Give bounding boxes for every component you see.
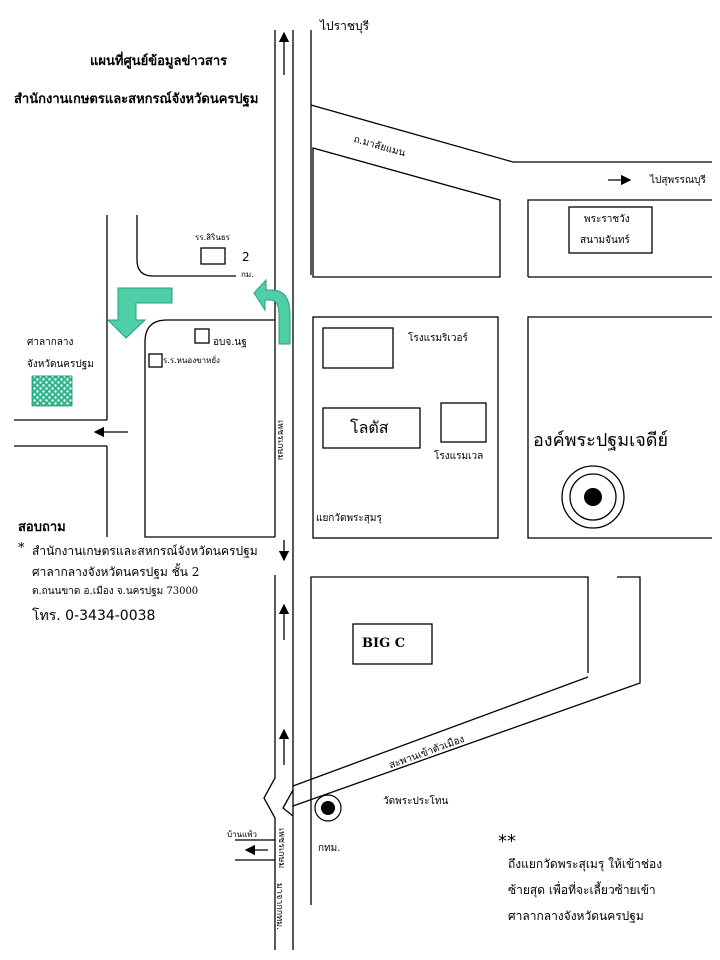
label-bangkok: กทม. (318, 843, 341, 854)
label-school-nong: ร.ร.หนองขาหยั่ง (163, 356, 220, 365)
left-turn-arrow-icon (106, 287, 173, 339)
palace-block (527, 199, 712, 277)
sw-road-west-edge (263, 575, 276, 950)
label-river-hotel: โรงแรมริเวอร์ (408, 333, 468, 344)
bigc-building (352, 623, 433, 665)
u-turn-arrow-icon (253, 278, 291, 345)
malaiman-road-south-block (312, 147, 501, 278)
note-stars: ** (498, 831, 516, 852)
map-title: แผนที่ศูนย์ข้อมูลข่าวสาร (90, 54, 228, 69)
wat-prathon-dot (321, 801, 335, 815)
city-hall-marker (31, 375, 73, 407)
chedi-inner-ring (569, 473, 617, 521)
contact-heading: สอบถาม (18, 520, 66, 535)
label-school-siwinrot: รร.สิรินธร (195, 233, 230, 242)
school-nong-box (148, 353, 163, 368)
wat-prathon-ring (314, 794, 342, 822)
malaiman-road-north (310, 104, 712, 163)
label-palace: พระราชวัง (584, 214, 630, 225)
overpass-ramp (282, 789, 294, 817)
label-phet-kasem-road: เพชรเกษม (275, 420, 285, 461)
chedi-block (527, 316, 712, 539)
obj-box (194, 328, 210, 344)
chedi-outer-ring (561, 465, 625, 529)
label-phra-pathom-chedi: องค์พระปฐมเจดีย์ (533, 430, 668, 451)
label-wat-prathon: วัดพระประโทน (383, 796, 449, 807)
contact-phone: โทร. 0-3434-0038 (32, 608, 156, 624)
contact-building: ศาลากลางจังหวัดนครปฐม ชั้น 2 (32, 565, 200, 579)
well-hotel-building (440, 402, 487, 443)
map-subtitle: สำนักงานเกษตรและสหกรณ์จังหวัดนครปฐม (14, 92, 259, 107)
label-to-ratchaburi: ไปราชบุรี (320, 19, 370, 33)
river-hotel-building (322, 327, 394, 369)
label-big-c: BIG C (362, 636, 406, 651)
label-kilo: กม. (241, 270, 254, 279)
label-sanam-chan: สนามจันทร์ (580, 235, 630, 246)
bigc-block (310, 576, 589, 905)
contact-org: สำนักงานเกษตรและสหกรณ์จังหวัดนครปฐม (32, 544, 258, 558)
label-yaek-wat: แยกวัดพระสุมรุ (316, 513, 382, 524)
central-block (312, 316, 499, 539)
label-well-hotel: โรงแรมเวล (434, 451, 484, 462)
sw-block (144, 319, 275, 538)
palace-box (568, 206, 653, 254)
label-to-suphanburi: ไปสุพรรณบุรี (650, 175, 706, 186)
school-siwinrot-box (200, 247, 226, 265)
label-city-hall-1: ศาลากลาง (27, 337, 74, 348)
overpass-upper (292, 676, 589, 787)
nw-block (136, 215, 236, 277)
label-phet-kasem-south: เพชรเกษม (276, 828, 286, 869)
label-num2: 2 (242, 250, 250, 264)
chedi-center-dot (584, 488, 602, 506)
contact-star: * (18, 541, 25, 556)
label-ban-phaeo: บ้านแพ้ว (227, 830, 257, 839)
label-city-hall-2: จังหวัดนครปฐม (27, 359, 94, 370)
label-lotus: โลตัส (350, 418, 389, 437)
lotus-building (322, 407, 421, 449)
note-line3: ศาลากลางจังหวัดนครปฐม (508, 909, 644, 923)
note-line1: ถึงแยกวัดพระสุเมรุ ให้เข้าช่อง (508, 857, 663, 871)
overpass-lower (292, 576, 641, 807)
label-obj: อบจ.นฐ (213, 337, 247, 348)
label-from-bangkok: มาจากกทม. (274, 883, 284, 930)
contact-address: ต.ถนนขาด อ.เมือง จ.นครปฐม 73000 (32, 586, 199, 597)
note-line2: ซ้ายสุด เพื่อที่จะเลี้ยวซ้ายเข้า (508, 883, 656, 897)
